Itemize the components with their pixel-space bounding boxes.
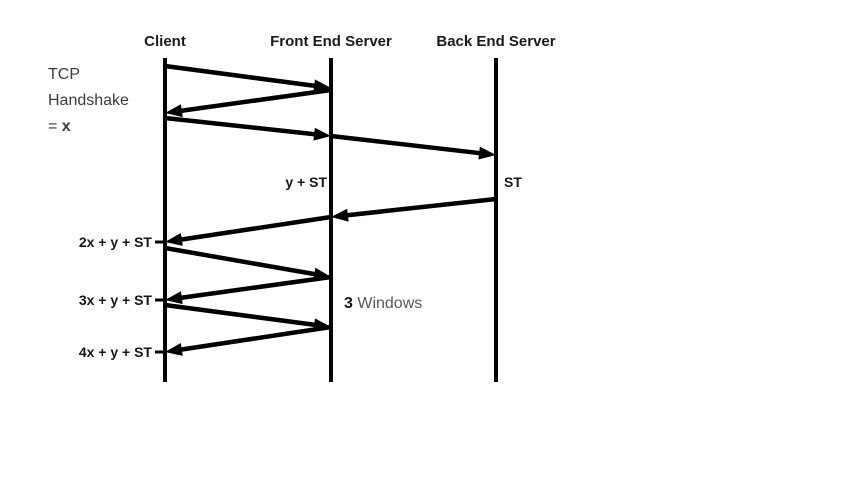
arrow-ack-request-shaft <box>164 115 322 138</box>
three-windows-note: 3 Windows <box>344 295 423 312</box>
st-label: ST <box>504 174 522 190</box>
arrow-win1-resp-shaft <box>173 274 332 301</box>
y-plus-st-label: y + ST <box>285 174 327 190</box>
lifeline-header-frontend: Front End Server <box>270 33 392 50</box>
arrow-syn-ack-head <box>165 104 183 118</box>
arrow-win2-req-shaft <box>164 302 323 329</box>
arrow-syn-shaft <box>164 63 323 90</box>
arrow-win2-resp-shaft <box>173 324 332 353</box>
label-3x: 3x + y + ST <box>78 292 152 308</box>
lifeline-header-backend: Back End Server <box>436 33 556 50</box>
arrow-syn-ack-shaft <box>173 87 332 114</box>
arrow-forward-backend-shaft <box>330 133 487 157</box>
arrow-win1-resp-head <box>165 291 183 305</box>
label-ticks-group <box>155 240 167 354</box>
arrow-ack-request-head <box>313 127 331 141</box>
arrows-group <box>164 63 497 356</box>
arrow-win2-resp-head <box>165 343 183 356</box>
tcp-handshake-note: TCP Handshake = x <box>48 62 129 140</box>
tcp-note-equation: = x <box>48 118 71 135</box>
label-4x: 4x + y + ST <box>78 344 152 360</box>
arrow-frontend-reply-shaft <box>173 214 332 243</box>
tcp-note-variable: x <box>61 118 71 135</box>
lifeline-header-client: Client <box>144 33 186 50</box>
windows-count: 3 <box>344 295 353 312</box>
label-2x: 2x + y + ST <box>78 234 152 250</box>
arrow-backend-reply-head <box>331 208 349 222</box>
arrow-backend-reply-shaft <box>340 196 497 219</box>
arrow-forward-backend-head <box>478 146 496 160</box>
arrow-win1-req-shaft <box>164 245 323 278</box>
arrow-frontend-reply-head <box>165 233 183 246</box>
tcp-note-line: Handshake <box>48 92 129 109</box>
tcp-note-line: TCP <box>48 66 80 83</box>
